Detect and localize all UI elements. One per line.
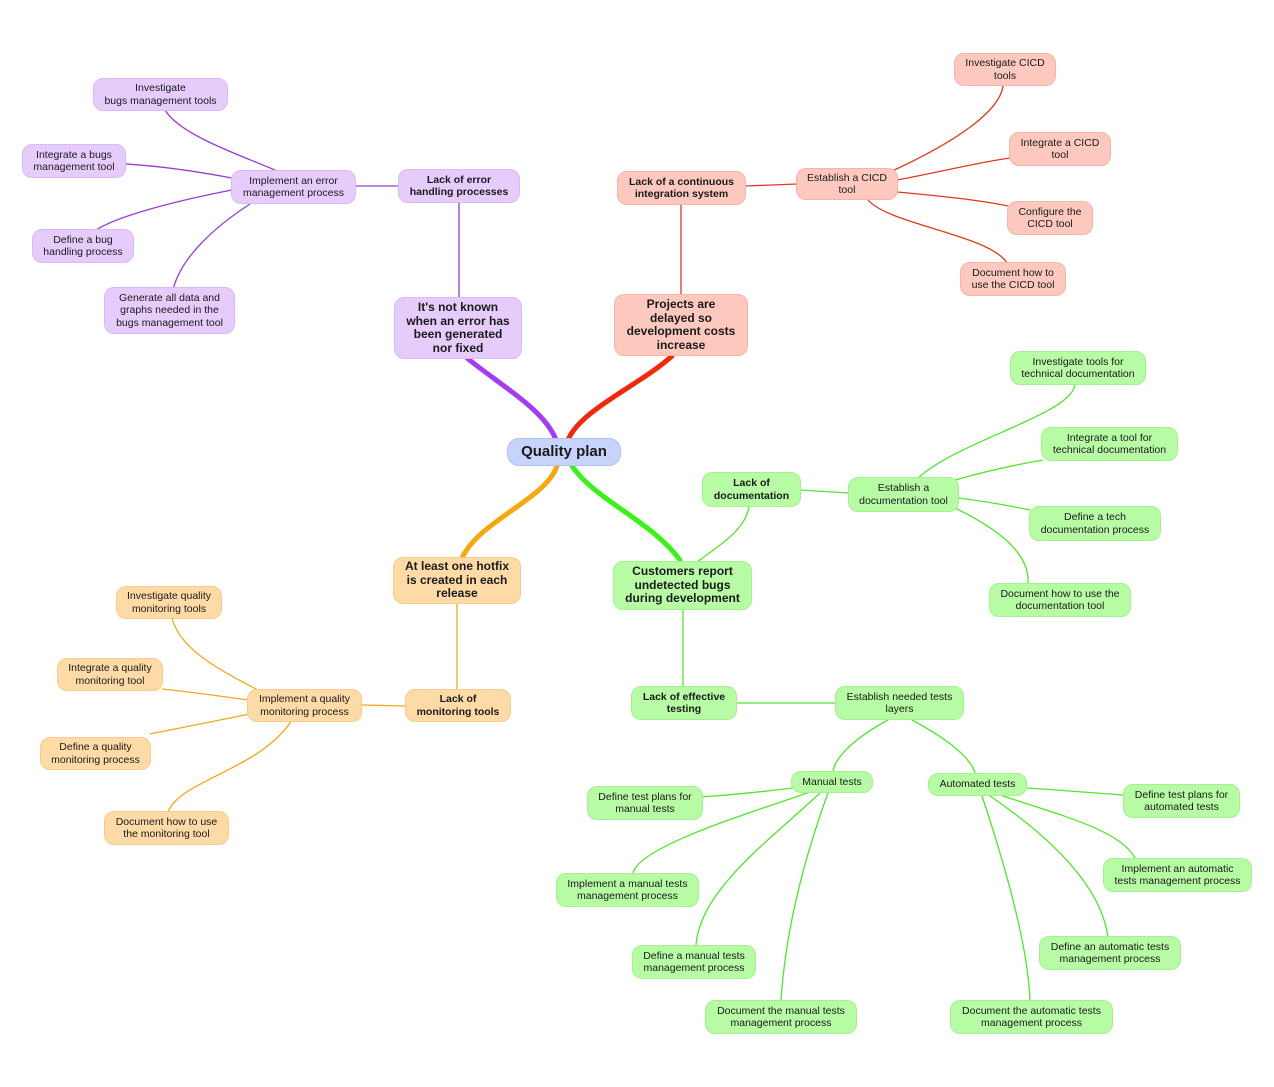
green-automated-task-node[interactable]: Define test plans for automated tests — [1123, 784, 1240, 818]
green-doc-task-node[interactable]: Integrate a tool for technical documenta… — [1041, 427, 1178, 461]
orange-main-node[interactable]: At least one hotfix is created in each r… — [393, 557, 521, 604]
link-green-manual-task4 — [780, 792, 829, 1001]
red-task-node[interactable]: Document how to use the CICD tool — [960, 262, 1066, 296]
red-task-node[interactable]: Investigate CICD tools — [954, 53, 1056, 86]
link-green-doc-action-task3 — [957, 497, 1031, 511]
green-automated-task-node[interactable]: Implement an automatic tests management … — [1103, 858, 1252, 892]
green-automated-tests-node[interactable]: Automated tests — [928, 773, 1027, 796]
orange-action-node[interactable]: Implement a quality monitoring process — [247, 689, 362, 722]
green-manual-task-node[interactable]: Document the manual tests management pro… — [705, 1000, 857, 1034]
link-root-purple-main — [464, 355, 559, 443]
red-task-node[interactable]: Configure the CICD tool — [1007, 201, 1093, 235]
link-green-doc-action-task2 — [954, 459, 1044, 481]
link-red-action-task2 — [896, 157, 1011, 181]
orange-cause-node[interactable]: Lack of monitoring tools — [405, 689, 511, 722]
orange-task-node[interactable]: Define a quality monitoring process — [40, 737, 151, 770]
link-red-cause-action — [744, 183, 798, 187]
green-doc-task-node[interactable]: Document how to use the documentation to… — [989, 583, 1131, 617]
link-orange-action-task2 — [161, 688, 249, 701]
link-red-action-task1 — [889, 85, 1004, 173]
link-orange-action-task4 — [167, 719, 293, 813]
purple-main-node[interactable]: It's not known when an error has been ge… — [394, 297, 522, 359]
red-task-node[interactable]: Integrate a CICD tool — [1009, 132, 1111, 166]
root-node[interactable]: Quality plan — [507, 438, 621, 466]
link-root-orange-main — [459, 463, 560, 561]
purple-cause-node[interactable]: Lack of error handling processes — [398, 169, 520, 203]
link-orange-cause-action — [361, 704, 407, 707]
link-green-doc-action-task4 — [954, 507, 1029, 584]
link-orange-action-task3 — [149, 713, 251, 735]
purple-action-node[interactable]: Implement an error management process — [231, 170, 356, 204]
green-main-node[interactable]: Customers report undetected bugs during … — [613, 561, 752, 610]
green-test-cause-node[interactable]: Lack of effective testing — [631, 686, 737, 720]
green-doc-cause-node[interactable]: Lack of documentation — [702, 472, 801, 507]
red-main-node[interactable]: Projects are delayed so development cost… — [614, 294, 748, 356]
red-cause-node[interactable]: Lack of a continuous integration system — [617, 171, 746, 205]
link-green-automated-task2 — [999, 794, 1136, 859]
link-red-action-task4 — [867, 199, 1008, 264]
link-green-test-action-manual — [832, 719, 889, 773]
link-green-doc-cause-action — [799, 489, 850, 494]
purple-task-node[interactable]: Integrate a bugs management tool — [22, 144, 126, 178]
green-automated-task-node[interactable]: Document the automatic tests management … — [950, 1000, 1113, 1034]
link-purple-action-task2 — [125, 163, 233, 179]
purple-task-node[interactable]: Investigate bugs management tools — [93, 78, 228, 111]
green-manual-tests-node[interactable]: Manual tests — [791, 771, 873, 793]
link-green-manual-task1 — [699, 787, 794, 798]
green-doc-task-node[interactable]: Define a tech documentation process — [1029, 506, 1161, 541]
link-green-manual-task2 — [632, 791, 811, 874]
orange-task-node[interactable]: Investigate quality monitoring tools — [116, 586, 222, 619]
link-red-action-task3 — [896, 191, 1009, 207]
orange-task-node[interactable]: Integrate a quality monitoring tool — [57, 658, 163, 691]
purple-task-node[interactable]: Define a bug handling process — [32, 229, 134, 263]
green-automated-task-node[interactable]: Define an automatic tests management pro… — [1039, 936, 1181, 970]
link-green-main-doc-cause — [696, 506, 750, 563]
green-manual-task-node[interactable]: Implement a manual tests management proc… — [556, 873, 699, 907]
link-green-doc-action-task1 — [917, 384, 1076, 479]
link-green-manual-task3 — [695, 792, 821, 946]
green-manual-task-node[interactable]: Define a manual tests management process — [632, 945, 756, 979]
link-green-test-action-automated — [911, 719, 976, 774]
link-root-red-main — [565, 353, 675, 443]
link-green-automated-task3 — [989, 795, 1109, 938]
link-root-green-main — [569, 463, 683, 563]
link-orange-action-task1 — [171, 617, 259, 691]
link-green-automated-task1 — [1025, 787, 1125, 796]
red-action-node[interactable]: Establish a CICD tool — [796, 168, 898, 200]
green-test-action-node[interactable]: Establish needed tests layers — [835, 686, 964, 720]
green-doc-action-node[interactable]: Establish a documentation tool — [848, 477, 959, 512]
orange-task-node[interactable]: Document how to use the monitoring tool — [104, 811, 229, 845]
link-purple-action-task1 — [164, 109, 276, 171]
green-doc-task-node[interactable]: Investigate tools for technical document… — [1010, 351, 1146, 385]
purple-task-node[interactable]: Generate all data and graphs needed in t… — [104, 287, 235, 334]
link-green-automated-task4 — [981, 795, 1031, 1001]
green-manual-task-node[interactable]: Define test plans for manual tests — [587, 786, 703, 820]
link-purple-action-task3 — [95, 189, 233, 231]
link-purple-action-task4 — [172, 203, 251, 291]
